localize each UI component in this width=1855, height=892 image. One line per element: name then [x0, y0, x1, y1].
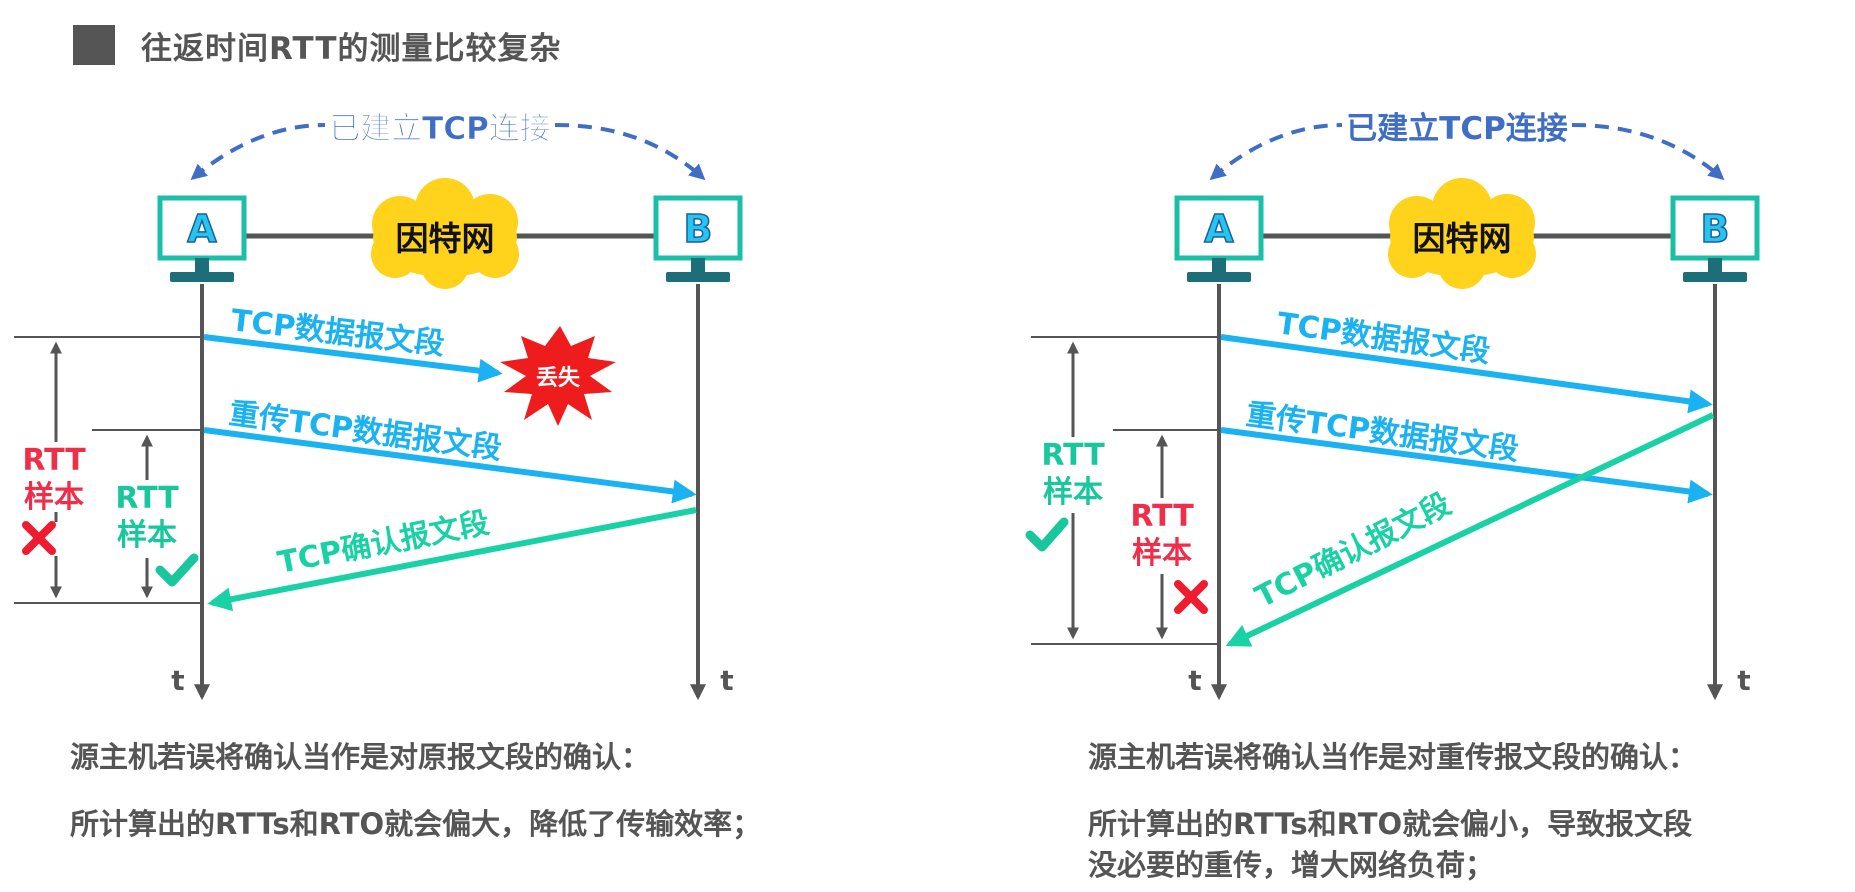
- right-segment-arrow: [1220, 334, 1713, 414]
- left-host-b-label: B: [684, 207, 713, 251]
- right-host-b: [1670, 195, 1760, 282]
- left-lost-label: 丢失: [536, 366, 581, 391]
- right-time-label-b: t: [1737, 664, 1750, 697]
- right-host-b-label: B: [1701, 207, 1730, 251]
- left-rtt-green-line1: RTT: [115, 481, 179, 516]
- left-check-icon: [155, 553, 199, 587]
- right-rtt-red-bg: [1122, 498, 1202, 574]
- left-caption-line1: 源主机若误将确认当作是对原报文段的确认：: [70, 740, 651, 774]
- right-rtt-green-line1: RTT: [1041, 438, 1105, 473]
- left-retransmit-arrow: [203, 427, 697, 504]
- left-network-label: 因特网: [396, 219, 495, 258]
- right-rtt-green-line2: 样本: [1043, 475, 1103, 510]
- right-caption-line3: 没必要的重传，增大网络负荷；: [1088, 848, 1495, 882]
- left-rtt-red-line2: 样本: [24, 480, 84, 515]
- right-cross-icon: [1174, 580, 1210, 615]
- left-caption: 源主机若误将确认当作是对原报文段的确认： 所计算出的RTTs和RTO就会偏大，降…: [70, 737, 761, 845]
- right-retransmit-arrow: [1220, 427, 1713, 504]
- left-segment-arrow: [203, 334, 503, 383]
- right-ack-arrow: [1225, 412, 1715, 647]
- left-host-a-label: A: [187, 207, 217, 251]
- right-rtt-green-bg: [1033, 437, 1113, 513]
- left-time-label-b: t: [720, 664, 733, 697]
- left-cross-icon: [22, 521, 74, 556]
- left-diagram: 已建立TCP连接 因特网 A B t: [14, 111, 743, 701]
- left-connection-arc: [193, 123, 703, 178]
- right-rtt-red-line1: RTT: [1130, 499, 1194, 534]
- right-connection-arc: [1212, 123, 1722, 178]
- title-bullet-square: [73, 25, 115, 65]
- left-ack-arrow: [207, 507, 697, 612]
- page-title-row: 往返时间RTT的测量比较复杂: [73, 22, 561, 68]
- right-diagram: 已建立TCP连接 因特网 A B t t: [1025, 111, 1760, 701]
- page-title: 往返时间RTT的测量比较复杂: [141, 30, 562, 67]
- left-time-label-a: t: [171, 664, 184, 697]
- right-caption-line2: 所计算出的RTTs和RTO就会偏小，导致报文段: [1088, 807, 1693, 841]
- left-connection-label: 已建立TCP连接: [329, 111, 551, 147]
- left-internet-cloud: [371, 178, 519, 289]
- left-caption-line2: 所计算出的RTTs和RTO就会偏大，降低了传输效率；: [70, 807, 762, 841]
- right-check-icon: [1025, 517, 1069, 552]
- left-rtt-red-line1: RTT: [22, 443, 86, 478]
- left-retransmit-label: 重传TCP数据报文段: [227, 396, 504, 467]
- left-host-b: [653, 195, 743, 282]
- right-rtt-red-line2: 样本: [1132, 536, 1192, 571]
- right-connection-label: 已建立TCP连接: [1346, 111, 1568, 147]
- right-caption-line1: 源主机若误将确认当作是对重传报文段的确认：: [1088, 740, 1698, 774]
- right-network-label: 因特网: [1413, 219, 1512, 258]
- right-retransmit-label: 重传TCP数据报文段: [1244, 397, 1521, 468]
- left-lost-burst: [500, 326, 616, 426]
- left-host-a: [157, 195, 247, 282]
- right-caption: 源主机若误将确认当作是对重传报文段的确认： 所计算出的RTTs和RTO就会偏小，…: [1088, 737, 1697, 886]
- right-time-label-a: t: [1188, 664, 1201, 697]
- right-host-a-label: A: [1204, 207, 1234, 251]
- left-rtt-green-line2: 样本: [117, 518, 177, 553]
- left-rtt-green-bg: [108, 480, 188, 558]
- right-internet-cloud: [1388, 178, 1536, 289]
- left-rtt-red-bg: [14, 442, 94, 512]
- right-host-a: [1174, 195, 1264, 282]
